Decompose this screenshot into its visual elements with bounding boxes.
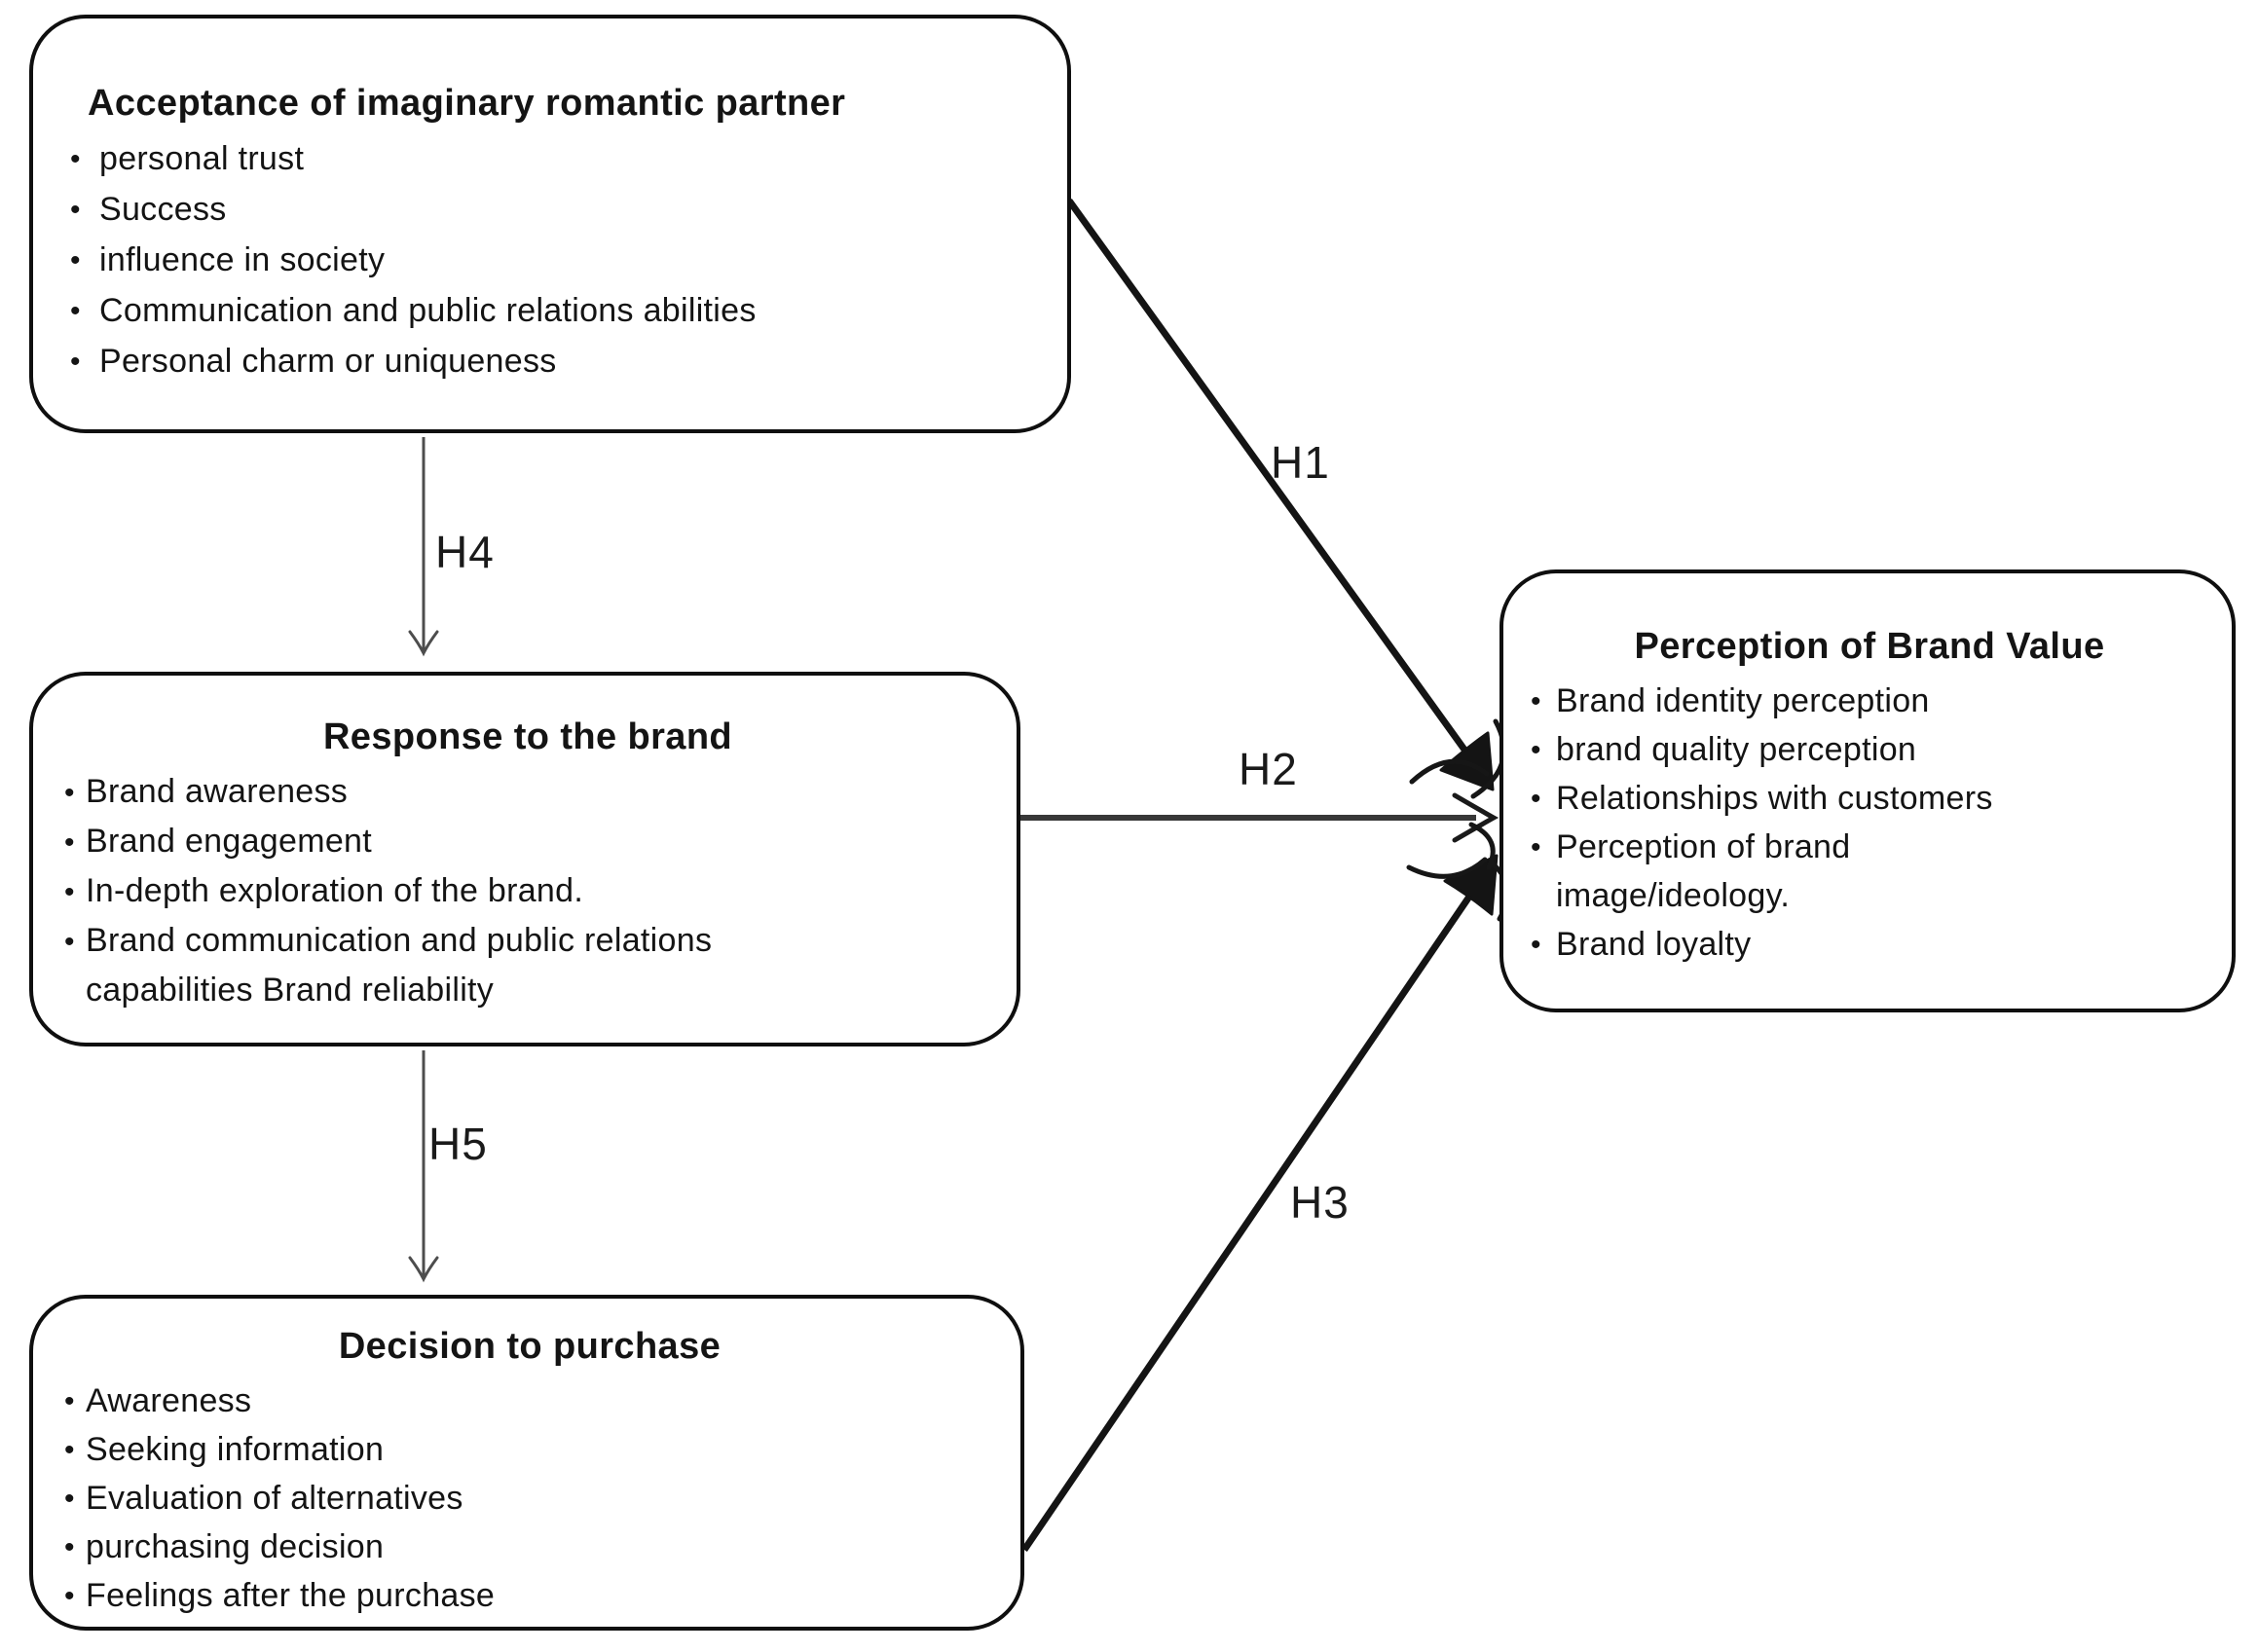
edge-h1-line xyxy=(1066,198,1467,753)
bullet-item: personal trust xyxy=(70,133,1038,185)
bullet-item: Brand identity perception xyxy=(1531,677,2212,726)
bullet-item: influence in society xyxy=(70,235,1038,286)
node-decision-to-purchase: Decision to purchase AwarenessSeeking in… xyxy=(29,1295,1024,1631)
bullet-item: Relationships with customers xyxy=(1531,774,2212,824)
node-bullet-list: Brand awarenessBrand engagementIn-depth … xyxy=(62,767,993,1015)
node-title: Acceptance of imaginary romantic partner xyxy=(88,83,846,124)
node-bullet-list: AwarenessSeeking informationEvaluation o… xyxy=(62,1377,997,1621)
edge-label-h2: H2 xyxy=(1239,744,1298,794)
flourish-icon xyxy=(1406,857,1488,879)
edge-h4-arrowhead-icon xyxy=(408,630,439,657)
node-bullet-list: personal trustSuccessinfluence in societ… xyxy=(66,133,1038,387)
bullet-item: purchasing decision xyxy=(64,1523,997,1572)
node-bullet-list: Brand identity perceptionbrand quality p… xyxy=(1527,677,2212,970)
node-response-to-the-brand: Response to the brand Brand awarenessBra… xyxy=(29,672,1020,1046)
bullet-item: Perception of brand image/ideology. xyxy=(1531,823,2212,920)
flourish-icon xyxy=(1409,758,1490,785)
bullet-item: Awareness xyxy=(64,1377,997,1426)
edge-label-h3: H3 xyxy=(1290,1177,1350,1228)
bullet-item: brand quality perception xyxy=(1531,725,2212,775)
bullet-item: Evaluation of alternatives xyxy=(64,1474,997,1524)
edge-h1-arrowhead-icon xyxy=(1439,731,1495,791)
bullet-item: Brand communication and public relations… xyxy=(64,916,993,1015)
bullet-item: Brand loyalty xyxy=(1531,920,2212,970)
convergence-flourishes xyxy=(1406,718,1510,922)
node-perception-of-brand-value: Perception of Brand Value Brand identity… xyxy=(1499,569,2236,1012)
node-title: Perception of Brand Value xyxy=(1634,626,2105,667)
edge-h2-arrowhead-icon xyxy=(1452,792,1499,843)
edge-h3-line xyxy=(1021,895,1472,1552)
node-title: Response to the brand xyxy=(322,716,733,757)
bullet-item: Brand awareness xyxy=(64,767,993,818)
node-title: Decision to purchase xyxy=(338,1326,722,1367)
bullet-item: Success xyxy=(70,184,1038,236)
bullet-item: Seeking information xyxy=(64,1425,997,1475)
flourish-icon xyxy=(1468,822,1496,870)
bullet-item: Brand engagement xyxy=(64,817,993,867)
edge-label-h5: H5 xyxy=(428,1119,488,1169)
edge-label-h4: H4 xyxy=(435,527,495,577)
bullet-item: Communication and public relations abili… xyxy=(70,285,1038,337)
node-acceptance-of-imaginary-romantic-partner: Acceptance of imaginary romantic partner… xyxy=(29,15,1071,433)
edge-h5-arrowhead-icon xyxy=(408,1256,439,1283)
bullet-item: Feelings after the purchase xyxy=(64,1571,997,1621)
bullet-item: In-depth exploration of the brand. xyxy=(64,866,993,917)
edge-h3-arrowhead-icon xyxy=(1443,854,1499,916)
bullet-item: Personal charm or uniqueness xyxy=(70,336,1038,387)
edge-label-h1: H1 xyxy=(1271,437,1330,488)
